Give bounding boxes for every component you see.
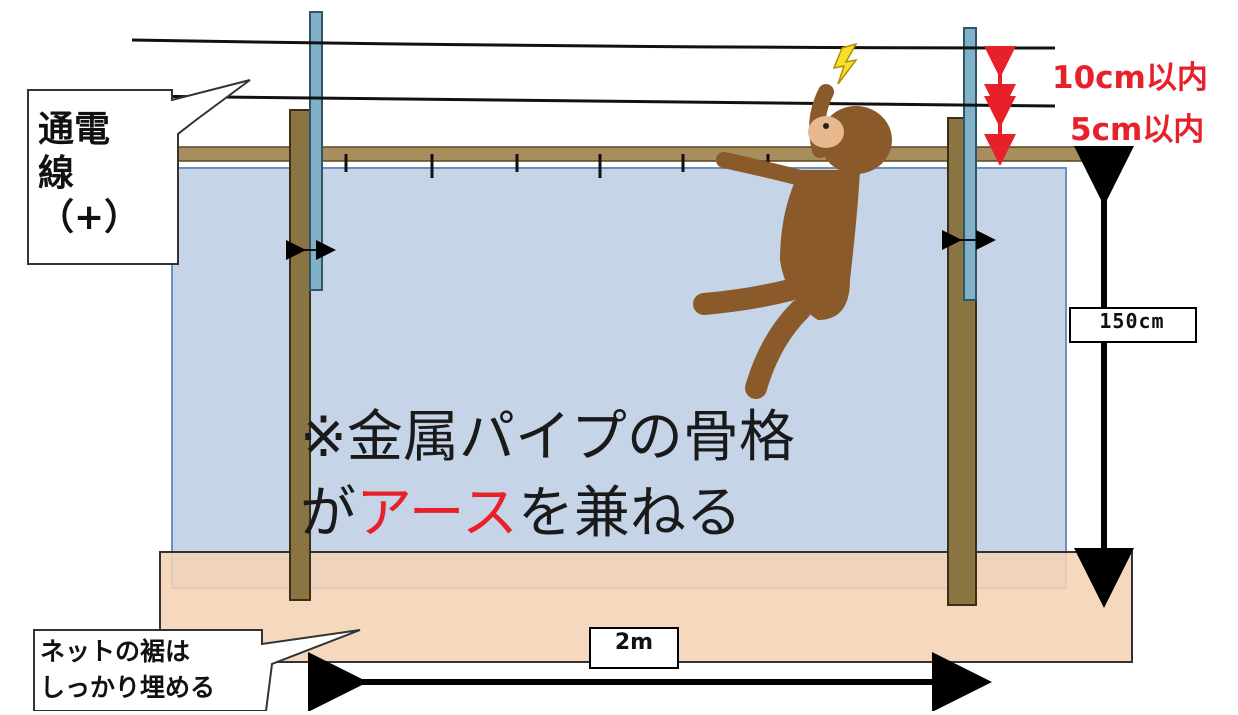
net-callout-line: しっかり埋める (40, 673, 216, 702)
note-prefix: が (300, 481, 356, 546)
frame-note: ※金属パイプの骨格 がアースを兼ねる (300, 400, 795, 552)
height-label-box (1069, 307, 1197, 343)
wire-callout-line: 線 (38, 153, 75, 194)
wire-callout-bubble (27, 79, 251, 265)
note-line-2: がアースを兼ねる (300, 476, 795, 552)
right-post (942, 27, 996, 606)
lower-wire (131, 94, 1056, 108)
net-callout-line: ネットの裾は (40, 637, 191, 666)
upper-wire (131, 38, 1056, 50)
width-label-box (589, 627, 679, 669)
spark-icon (832, 42, 858, 85)
net-callout-text: ネットの裾は しっかり埋める (40, 634, 215, 706)
note-line-1: ※金属パイプの骨格 (300, 405, 795, 470)
height-label: 150cm (1099, 309, 1165, 333)
wire-callout-line: 通電 (38, 109, 111, 150)
left-post (286, 11, 336, 601)
monkey-illustration (693, 84, 892, 399)
gap-top-label: 10cm以内 (1052, 60, 1208, 96)
note-suffix: を兼ねる (517, 481, 742, 546)
wire-callout-line: （+） (38, 197, 141, 238)
wire-callout-text: 通電 線 （+） (38, 108, 168, 240)
width-label: 2m (614, 630, 654, 655)
note-earth-highlight: アース (356, 481, 518, 546)
gap-bottom-label: 5cm以内 (1070, 112, 1205, 148)
